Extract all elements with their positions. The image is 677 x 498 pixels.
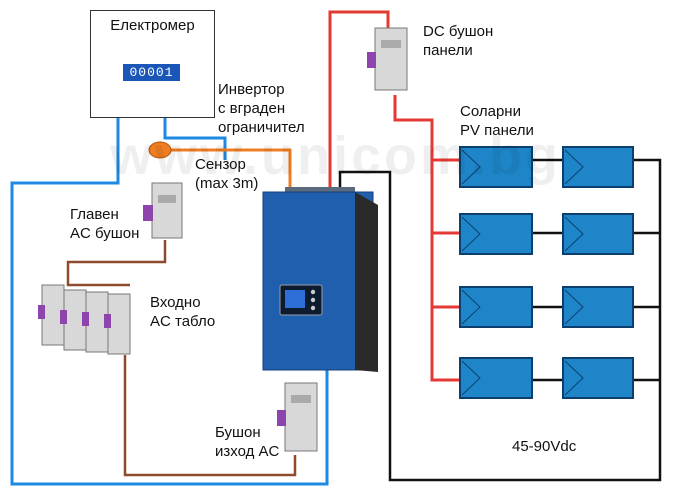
electricity-meter: Електромер 00001 <box>90 10 215 118</box>
input-ac-panel-label: Входно AC табло <box>150 294 216 330</box>
sensor-wiring <box>165 148 292 190</box>
ac-fuse-wiring <box>66 240 297 477</box>
solar-panels-label: Соларни PV панели <box>460 103 534 139</box>
solar-panel-array <box>459 146 634 399</box>
meter-title: Електромер <box>110 17 195 34</box>
dc-positive-wiring <box>328 10 460 382</box>
sensor-label: Сензор (max 3m) <box>195 156 259 192</box>
voltage-label: 45-90Vdc <box>512 438 577 455</box>
input-ac-distribution-board <box>38 284 131 355</box>
current-sensor <box>148 141 172 159</box>
fuse-ac-out-label: Бушон изход AC <box>215 424 280 460</box>
output-ac-breaker <box>277 382 318 452</box>
main-ac-fuse-label: Главен AC бушон <box>70 206 140 242</box>
dc-negative-wiring <box>338 158 662 482</box>
main-ac-breaker <box>143 182 183 239</box>
inverter-label: Инвертор с вграден ограничител <box>218 81 305 136</box>
dc-fuse-label: DC бушон панели <box>423 23 494 59</box>
watermark: www.unicom.bg <box>110 126 561 186</box>
panel-shading <box>461 149 584 396</box>
dc-breaker <box>367 27 408 91</box>
grid-tie-inverter <box>262 187 378 372</box>
meter-display: 00001 <box>123 64 180 81</box>
